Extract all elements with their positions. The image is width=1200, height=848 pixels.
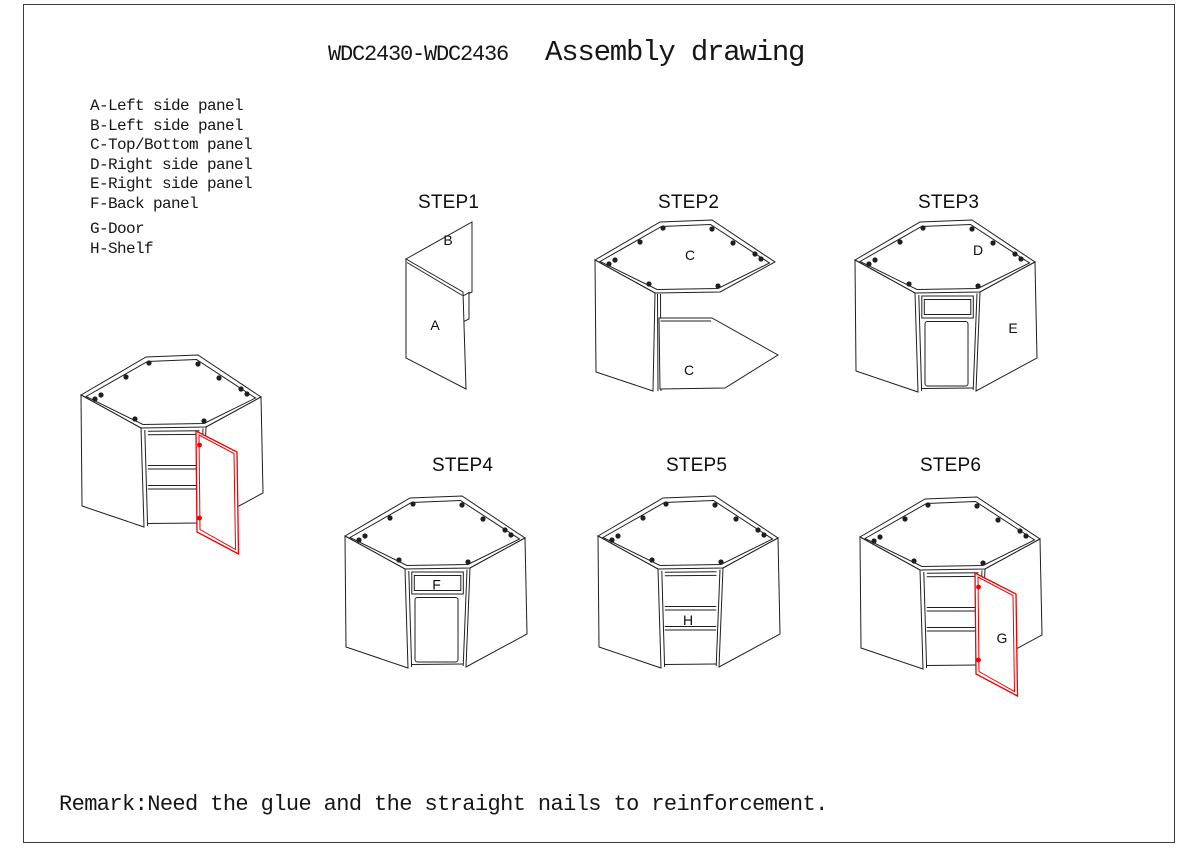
step5-label: STEP5 [666, 455, 728, 476]
model-number: WDC2430-WDC2436 [328, 42, 509, 67]
step3-drawing: D E [850, 210, 1045, 400]
parts-list-item-h: H-Shelf [90, 239, 154, 258]
panel-label-h: H [683, 612, 693, 628]
step4-label: STEP4 [432, 455, 494, 476]
panel-label-c-top: C [685, 247, 695, 263]
door-open [195, 430, 240, 555]
page-title: Assembly drawing [545, 36, 805, 69]
step6-drawing: G [855, 487, 1050, 697]
step2-label: STEP2 [658, 192, 720, 213]
finished-cabinet-drawing [76, 345, 271, 555]
panel-label-c-bottom: C [684, 362, 694, 378]
bottom-panel-c [658, 317, 779, 390]
panel-label-d: D [973, 242, 983, 258]
step1-label: STEP1 [418, 192, 480, 213]
panel-label-e: E [1008, 320, 1017, 336]
parts-list-item-e: E-Right side panel [90, 175, 253, 193]
shelf [147, 465, 200, 490]
parts-list-item-d: D-Right side panel [90, 155, 253, 174]
drawing-border [23, 4, 1175, 843]
parts-list-item-b: B-Left side panel [90, 116, 244, 135]
shelf [926, 607, 979, 632]
panel-a [405, 258, 467, 390]
step4-drawing: F [340, 486, 535, 676]
parts-list: A-Left side panel B-Left side panel C-To… [90, 97, 253, 259]
cabinet-shell [855, 220, 1037, 392]
panel-label-a: A [430, 317, 440, 333]
panel-label-b: B [443, 232, 452, 248]
cabinet-shell [598, 496, 780, 668]
parts-list-item-a: A-Left side panel [90, 97, 244, 115]
panel-label-f: F [432, 577, 441, 593]
left-panel [594, 259, 656, 392]
parts-list-item-c: C-Top/Bottom panel [90, 136, 253, 154]
step1-drawing: B A [405, 221, 473, 390]
step6-label: STEP6 [920, 455, 982, 476]
step2-drawing: C C [594, 219, 779, 392]
remark-note: Remark:Need the glue and the straight na… [59, 792, 828, 817]
panel-label-g: G [997, 630, 1008, 646]
parts-list-item-g: G-Door [90, 220, 145, 238]
step5-drawing: H [593, 486, 788, 676]
step3-label: STEP3 [918, 192, 980, 213]
parts-list-item-f: F-Back panel [90, 194, 199, 213]
